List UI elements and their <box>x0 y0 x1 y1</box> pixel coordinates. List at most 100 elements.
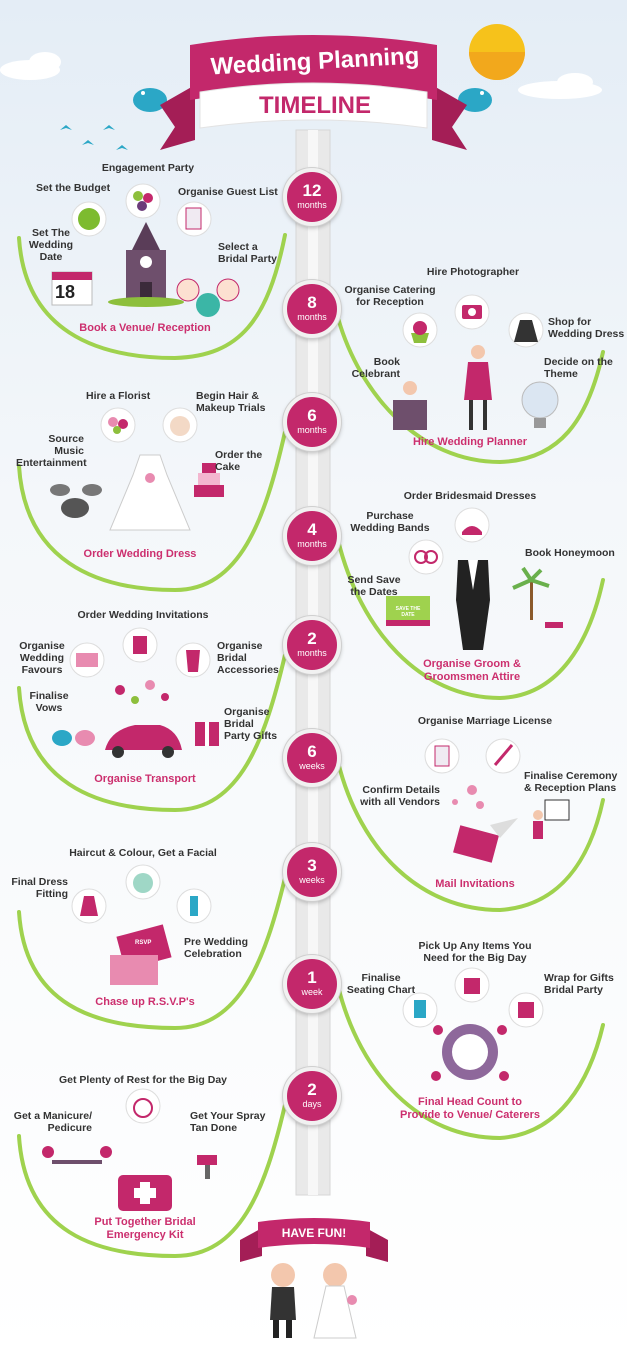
love-birds-icon <box>52 730 95 746</box>
emergency-kit-icon <box>118 1175 172 1211</box>
task-book-honeymoon: Book Honeymoon <box>525 547 615 559</box>
badge-unit: months <box>297 200 327 210</box>
bride-groom-couple-icon <box>270 1263 357 1339</box>
bride-avatar-icon <box>176 278 200 302</box>
arc-stage-4-months <box>336 538 605 701</box>
arc-stage-6-months <box>17 430 287 593</box>
task-purchase-wedding-bands: Purchase Wedding Bands <box>350 510 430 534</box>
badge-unit: months <box>297 425 327 435</box>
telephone-icon <box>196 293 220 317</box>
arc-stage-6-weeks <box>336 760 605 913</box>
title-banner <box>160 35 467 150</box>
highlight-bridal-emergency-kit: Put Together Bridal Emergency Kit <box>94 1216 196 1241</box>
celebrant-podium-icon <box>393 381 427 430</box>
highlight-mail-invitations: Mail Invitations <box>435 878 515 890</box>
badge-unit: months <box>297 539 327 549</box>
sun-icon <box>469 24 525 80</box>
task-spray-tan: Get Your Spray Tan Done <box>190 1110 266 1134</box>
task-order-bridesmaid-dresses: Order Bridesmaid Dresses <box>403 490 537 502</box>
arc-stage-3-weeks <box>17 876 287 1031</box>
arc-stage-12-months <box>17 233 287 361</box>
badge-number: 2 <box>307 629 317 648</box>
task-select-bridal-party: Select a Bridal Party <box>218 241 277 265</box>
task-organise-bridal-party-gifts: Organise Bridal Party Gifts <box>224 706 278 742</box>
cloud-right <box>518 73 602 99</box>
arc-stage-8-months <box>336 316 605 465</box>
save-the-date-text: SAVE THE DATE <box>395 606 421 618</box>
arc-stage-2-days <box>17 1103 287 1259</box>
badge-number: 6 <box>307 406 317 425</box>
task-hire-florist: Hire a Florist <box>86 390 151 402</box>
badge-unit: months <box>297 648 327 658</box>
badge-number: 3 <box>307 856 317 875</box>
task-pre-wedding-celebration: Pre Wedding Celebration <box>184 936 248 960</box>
arc-stage-2-months <box>17 653 287 813</box>
task-send-save-dates: Send Save the Dates <box>347 574 401 598</box>
flying-envelope-icon <box>453 818 518 863</box>
calendar-icon <box>51 271 93 306</box>
badge-number: 8 <box>307 293 317 312</box>
badge-unit: weeks <box>299 761 325 771</box>
task-source-music: Source Music Entertainment <box>16 433 87 469</box>
wedding-car-icon <box>105 725 182 758</box>
badge-unit: months <box>297 312 327 322</box>
task-haircut-facial: Haircut & Colour, Get a Facial <box>69 847 217 859</box>
calendar-date: 18 <box>55 282 76 302</box>
groom-tuxedo-icon <box>456 560 490 650</box>
save-the-date-card-icon <box>386 596 430 626</box>
drum-kit-icon <box>50 484 102 518</box>
task-pick-up-items: Pick Up Any Items You Need for the Big D… <box>418 940 532 964</box>
task-order-wedding-invitations: Order Wedding Invitations <box>77 609 209 621</box>
wedding-planner-icon <box>464 345 492 430</box>
badge-number: 2 <box>307 1080 317 1099</box>
wedding-cake-icon <box>194 463 224 497</box>
rsvp-envelope-icon <box>110 924 172 985</box>
manicure-table-icon <box>42 1146 112 1164</box>
badge-number: 4 <box>307 520 317 539</box>
badge-number: 12 <box>302 181 322 200</box>
highlight-hire-wedding-planner: Hire Wedding Planner <box>412 436 528 448</box>
badge-unit: week <box>301 987 323 997</box>
gift-box-icon <box>195 722 219 746</box>
spray-gun-icon <box>197 1155 217 1179</box>
task-decide-theme: Decide on the Theme <box>544 356 613 380</box>
badge-unit: weeks <box>299 875 325 885</box>
task-organise-guest-list: Organise Guest List <box>178 186 278 198</box>
wedding-dress-icon <box>109 454 191 531</box>
cloud-left <box>0 52 61 80</box>
task-finalise-ceremony-plans: Finalise Ceremony & Reception Plans <box>524 770 618 794</box>
task-hire-photographer: Hire Photographer <box>426 266 520 278</box>
task-set-budget: Set the Budget <box>36 182 111 194</box>
task-manicure-pedicure: Get a Manicure/ Pedicure <box>13 1110 92 1134</box>
presentation-board-icon <box>533 799 570 839</box>
have-fun-banner <box>240 1218 388 1262</box>
task-shop-wedding-dress: Shop for Wedding Dress <box>548 316 625 340</box>
venue-church-icon <box>108 222 184 307</box>
badge-unit: days <box>302 1099 322 1109</box>
task-final-dress-fitting: Final Dress Fitting <box>11 876 68 900</box>
title-line-2: TIMELINE <box>259 92 371 119</box>
highlight-organise-groom-attire: Organise Groom & Groomsmen Attire <box>423 658 521 683</box>
shoe-icon <box>454 507 490 543</box>
highlight-chase-rsvps: Chase up R.S.V.P's <box>95 996 195 1008</box>
badge-number: 1 <box>307 968 317 987</box>
badge-number: 6 <box>307 742 317 761</box>
task-wrap-gifts-bridal-party: Wrap for Gifts Bridal Party <box>544 972 614 996</box>
highlight-organise-transport: Organise Transport <box>94 773 196 785</box>
task-organise-catering: Organise Catering for Reception <box>344 284 436 308</box>
groom-avatar-icon <box>216 278 240 302</box>
bird-left-icon <box>133 88 167 112</box>
task-organise-marriage-license: Organise Marriage License <box>417 715 553 727</box>
task-order-cake: Order the Cake <box>215 449 263 473</box>
task-get-plenty-rest: Get Plenty of Rest for the Big Day <box>58 1074 228 1086</box>
flowers-icon <box>100 407 136 443</box>
task-organise-bridal-accessories: Organise Bridal Accessories <box>217 640 279 676</box>
task-confirm-details-vendors: Confirm Details with all Vendors <box>360 784 440 808</box>
bird-right-icon <box>458 88 492 112</box>
